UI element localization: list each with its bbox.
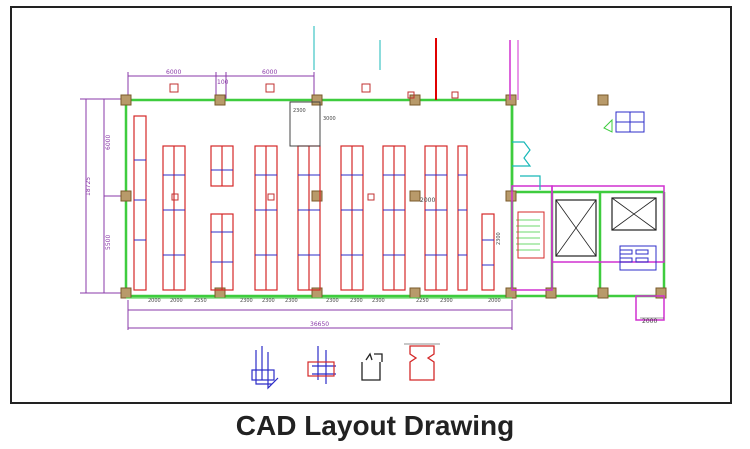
upright-profile-icon	[404, 343, 440, 381]
dim-span-top-right: 6000	[262, 69, 277, 76]
bottom-dim-4: 2300	[240, 298, 253, 304]
bottom-dim-9: 2300	[372, 298, 385, 304]
stair-core	[511, 185, 553, 291]
beam-connector-icon	[307, 346, 336, 384]
bottom-dim-7: 2300	[326, 298, 339, 304]
bottom-dim-3: 2550	[194, 298, 207, 304]
top-annotations	[313, 26, 519, 100]
annex-side-wall	[512, 141, 541, 190]
dim-span-top-gap: 100	[217, 79, 229, 86]
bottom-dim-12: 2000	[488, 298, 501, 304]
toilet-block	[603, 111, 645, 133]
dim-height-bottom: 5500	[105, 235, 112, 250]
profile-section-icon	[361, 352, 383, 381]
bottom-dim-8: 2300	[350, 298, 363, 304]
rack-beams	[134, 159, 494, 266]
rack-rows	[133, 115, 495, 291]
structural-columns	[120, 94, 667, 299]
dim-span-top-left: 6000	[166, 69, 181, 76]
elevator-shafts	[551, 185, 665, 271]
bottom-dim-10: 2250	[416, 298, 429, 304]
dim-corner-2000: 2000	[642, 318, 657, 325]
dim-box-2300: 2300	[293, 108, 306, 114]
dimension-lines	[80, 72, 513, 330]
dim-col-2300: 2300	[496, 232, 502, 245]
bottom-dim-11: 2300	[440, 298, 453, 304]
drawing-caption: CAD Layout Drawing	[235, 410, 515, 441]
bottom-dim-2: 2000	[170, 298, 183, 304]
building-walls	[124, 98, 666, 298]
upright-detail-icon	[251, 346, 279, 390]
dim-height-total: 18725	[85, 177, 92, 196]
bottom-dim-1: 2000	[148, 298, 161, 304]
dim-width-total: 36650	[310, 321, 329, 328]
dim-box-3000: 3000	[323, 116, 336, 122]
bottom-dim-6: 2300	[285, 298, 298, 304]
dim-aisle-2000: 2000	[420, 197, 435, 204]
annex-corner: 2000	[635, 295, 665, 325]
bottom-dimension-strip: 2000 2000 2550 2300 2300 2300 2300 2300 …	[126, 297, 512, 304]
cad-layout-drawing: 6000 6000 100 18725 6000 5500 36650	[80, 26, 667, 390]
office-box: 3000 2300	[289, 101, 336, 147]
grid-markers	[169, 83, 459, 201]
bottom-dim-5: 2300	[262, 298, 275, 304]
dim-height-top: 6000	[105, 135, 112, 150]
dimension-labels: 6000 6000 100 18725 6000 5500 36650	[85, 69, 329, 328]
